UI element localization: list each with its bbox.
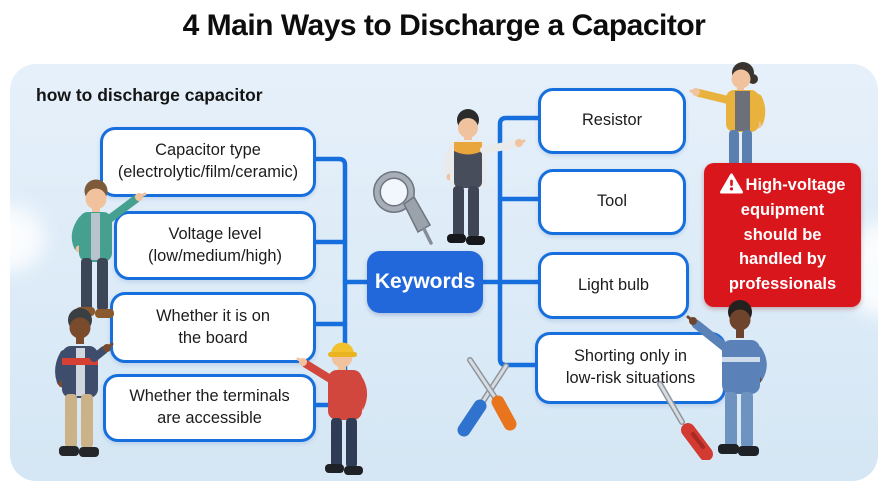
node-voltage-level: Voltage level (low/medium/high) <box>114 211 316 280</box>
node-light-bulb-label: Light bulb <box>577 275 650 294</box>
panel-heading: how to discharge capacitor <box>36 85 263 105</box>
node-resistor-label: Resistor <box>581 111 643 130</box>
node-terminals-accessible-label: Whether the terminals are accessible <box>129 387 290 427</box>
warning-text-wrap: High-voltage equipment should be handled… <box>713 173 852 297</box>
node-keywords: Keywords <box>367 251 483 313</box>
man-blue-uniform-illustration <box>686 300 767 456</box>
node-terminals-accessible: Whether the terminals are accessible <box>103 374 316 442</box>
node-tool-label: Tool <box>596 192 628 211</box>
loupe-discharge-tool-icon <box>373 171 433 245</box>
warning-triangle-icon <box>719 173 743 194</box>
man-navy-jacket-illustration <box>55 308 114 457</box>
node-on-board-label: Whether it is on the board <box>156 306 270 347</box>
node-voltage-level-label: Voltage level (low/medium/high) <box>148 224 282 265</box>
woman-yellow-jacket-illustration <box>689 62 766 168</box>
crossed-screwdrivers-icon <box>457 357 517 437</box>
node-keywords-label: Keywords <box>374 270 476 293</box>
warning-text: High-voltage equipment should be handled… <box>728 176 846 294</box>
worker-hardhat-illustration <box>296 342 367 475</box>
node-capacitor-type-label: Capacitor type (electrolytic/film/cerami… <box>117 141 299 181</box>
node-on-board: Whether it is on the board <box>110 292 316 363</box>
man-yellow-vest-illustration <box>443 109 526 245</box>
node-tool: Tool <box>538 169 686 235</box>
node-shorting: Shorting only in low-risk situations <box>535 332 726 404</box>
page-title: 4 Main Ways to Discharge a Capacitor <box>182 9 706 42</box>
node-resistor: Resistor <box>538 88 686 154</box>
node-light-bulb: Light bulb <box>538 252 689 319</box>
high-voltage-warning-card: High-voltage equipment should be handled… <box>704 163 861 307</box>
red-screwdriver-icon <box>657 381 713 460</box>
node-shorting-label: Shorting only in low-risk situations <box>565 347 696 387</box>
node-capacitor-type: Capacitor type (electrolytic/film/cerami… <box>100 127 316 197</box>
